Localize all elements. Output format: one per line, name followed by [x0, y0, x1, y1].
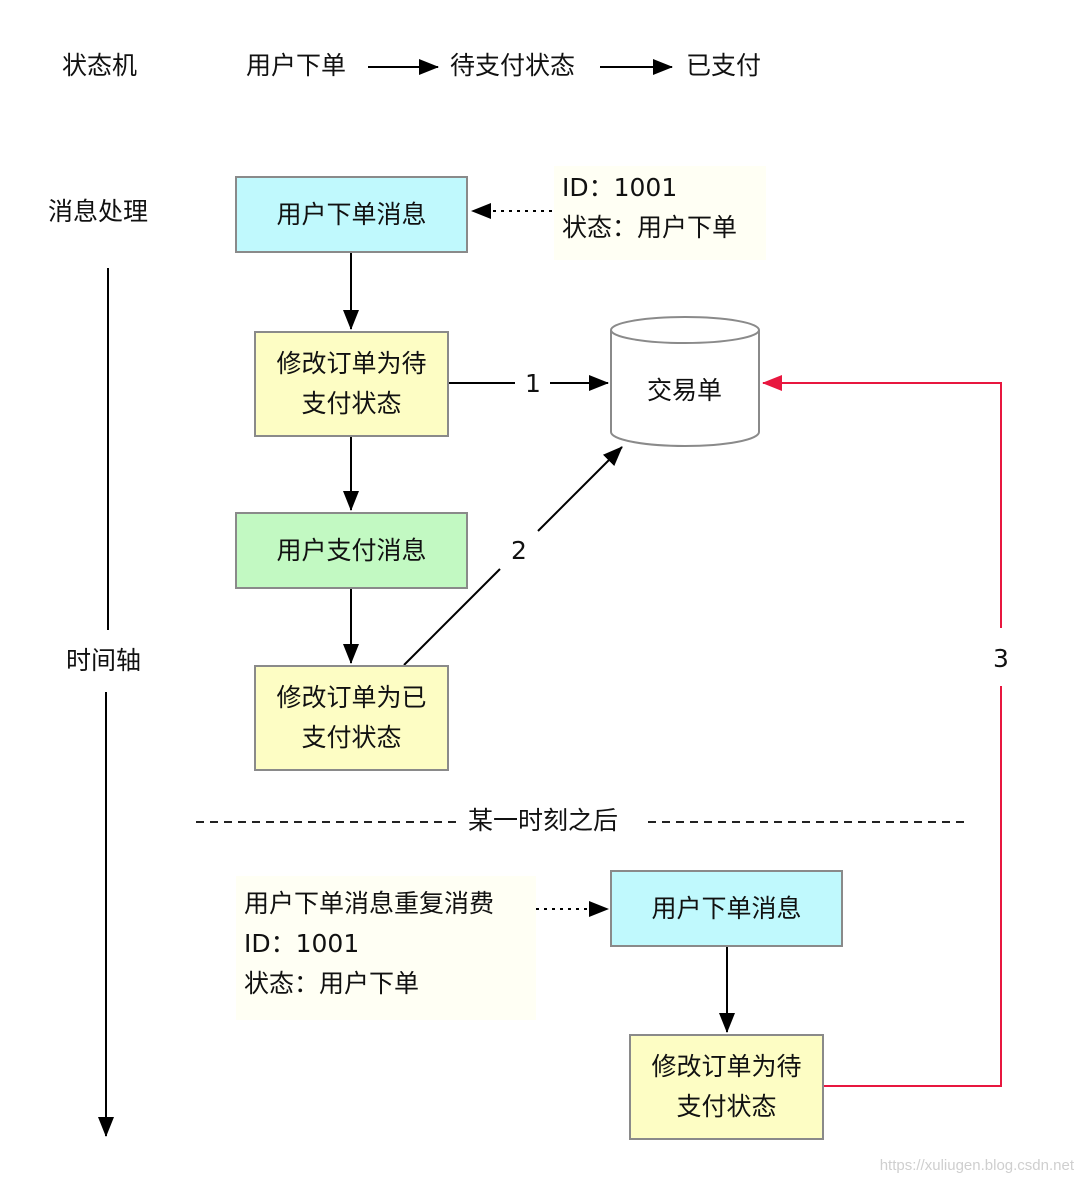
order-message-box-2: 用户下单消息: [610, 870, 843, 947]
write-edge-2-b: [537, 446, 623, 532]
write-edge-2-a: [403, 568, 501, 666]
set-paid-box: 修改订单为已 支付状态: [254, 665, 449, 771]
note-1-status: 状态：用户下单: [562, 213, 738, 242]
message-processing-label: 消息处理: [48, 197, 149, 226]
note-2-title: 用户下单消息重复消费: [244, 889, 495, 918]
trade-db-label: 交易单: [647, 376, 723, 405]
conflict-edge-3-b: [762, 375, 1002, 628]
set-paid-box-line-2: 支付状态: [301, 723, 402, 752]
state-machine-label: 状态机: [62, 51, 138, 80]
order-message-box-1-label: 用户下单消息: [276, 199, 427, 229]
set-pending-box-2: 修改订单为待 支付状态: [629, 1034, 824, 1140]
message-note-2: 用户下单消息重复消费 ID：1001 状态：用户下单: [236, 876, 536, 1020]
watermark: https://xuliugen.blog.csdn.net: [879, 1157, 1074, 1174]
conflict-edge-3-a: [823, 686, 1002, 1087]
set-paid-box-line-1: 修改订单为已: [276, 683, 427, 712]
edge-label-3: 3: [989, 646, 1013, 671]
edge-label-2: 2: [507, 538, 531, 563]
note-2-status: 状态：用户下单: [244, 969, 420, 998]
divider-label: 某一时刻之后: [468, 806, 619, 835]
payment-message-box-label: 用户支付消息: [276, 535, 427, 565]
note-2-id: ID：1001: [244, 929, 360, 958]
set-pending-box-2-line-1: 修改订单为待: [651, 1052, 802, 1081]
set-pending-box-2-line-2: 支付状态: [676, 1092, 777, 1121]
payment-message-box: 用户支付消息: [235, 512, 468, 589]
set-pending-box-1-line-1: 修改订单为待: [276, 349, 427, 378]
edge-label-1: 1: [521, 371, 545, 396]
message-note-1: ID：1001 状态：用户下单: [554, 166, 766, 260]
order-message-box-2-label: 用户下单消息: [651, 893, 802, 923]
set-pending-box-1-line-2: 支付状态: [301, 389, 402, 418]
set-pending-box-1: 修改订单为待 支付状态: [254, 331, 449, 437]
note-1-id: ID：1001: [562, 173, 678, 202]
timeline-label: 时间轴: [66, 646, 142, 675]
state-order-placed: 用户下单: [246, 51, 347, 80]
state-pending-payment: 待支付状态: [450, 51, 576, 80]
trade-db-cylinder: [610, 316, 760, 447]
state-paid: 已支付: [686, 51, 762, 80]
order-message-box-1: 用户下单消息: [235, 176, 468, 253]
